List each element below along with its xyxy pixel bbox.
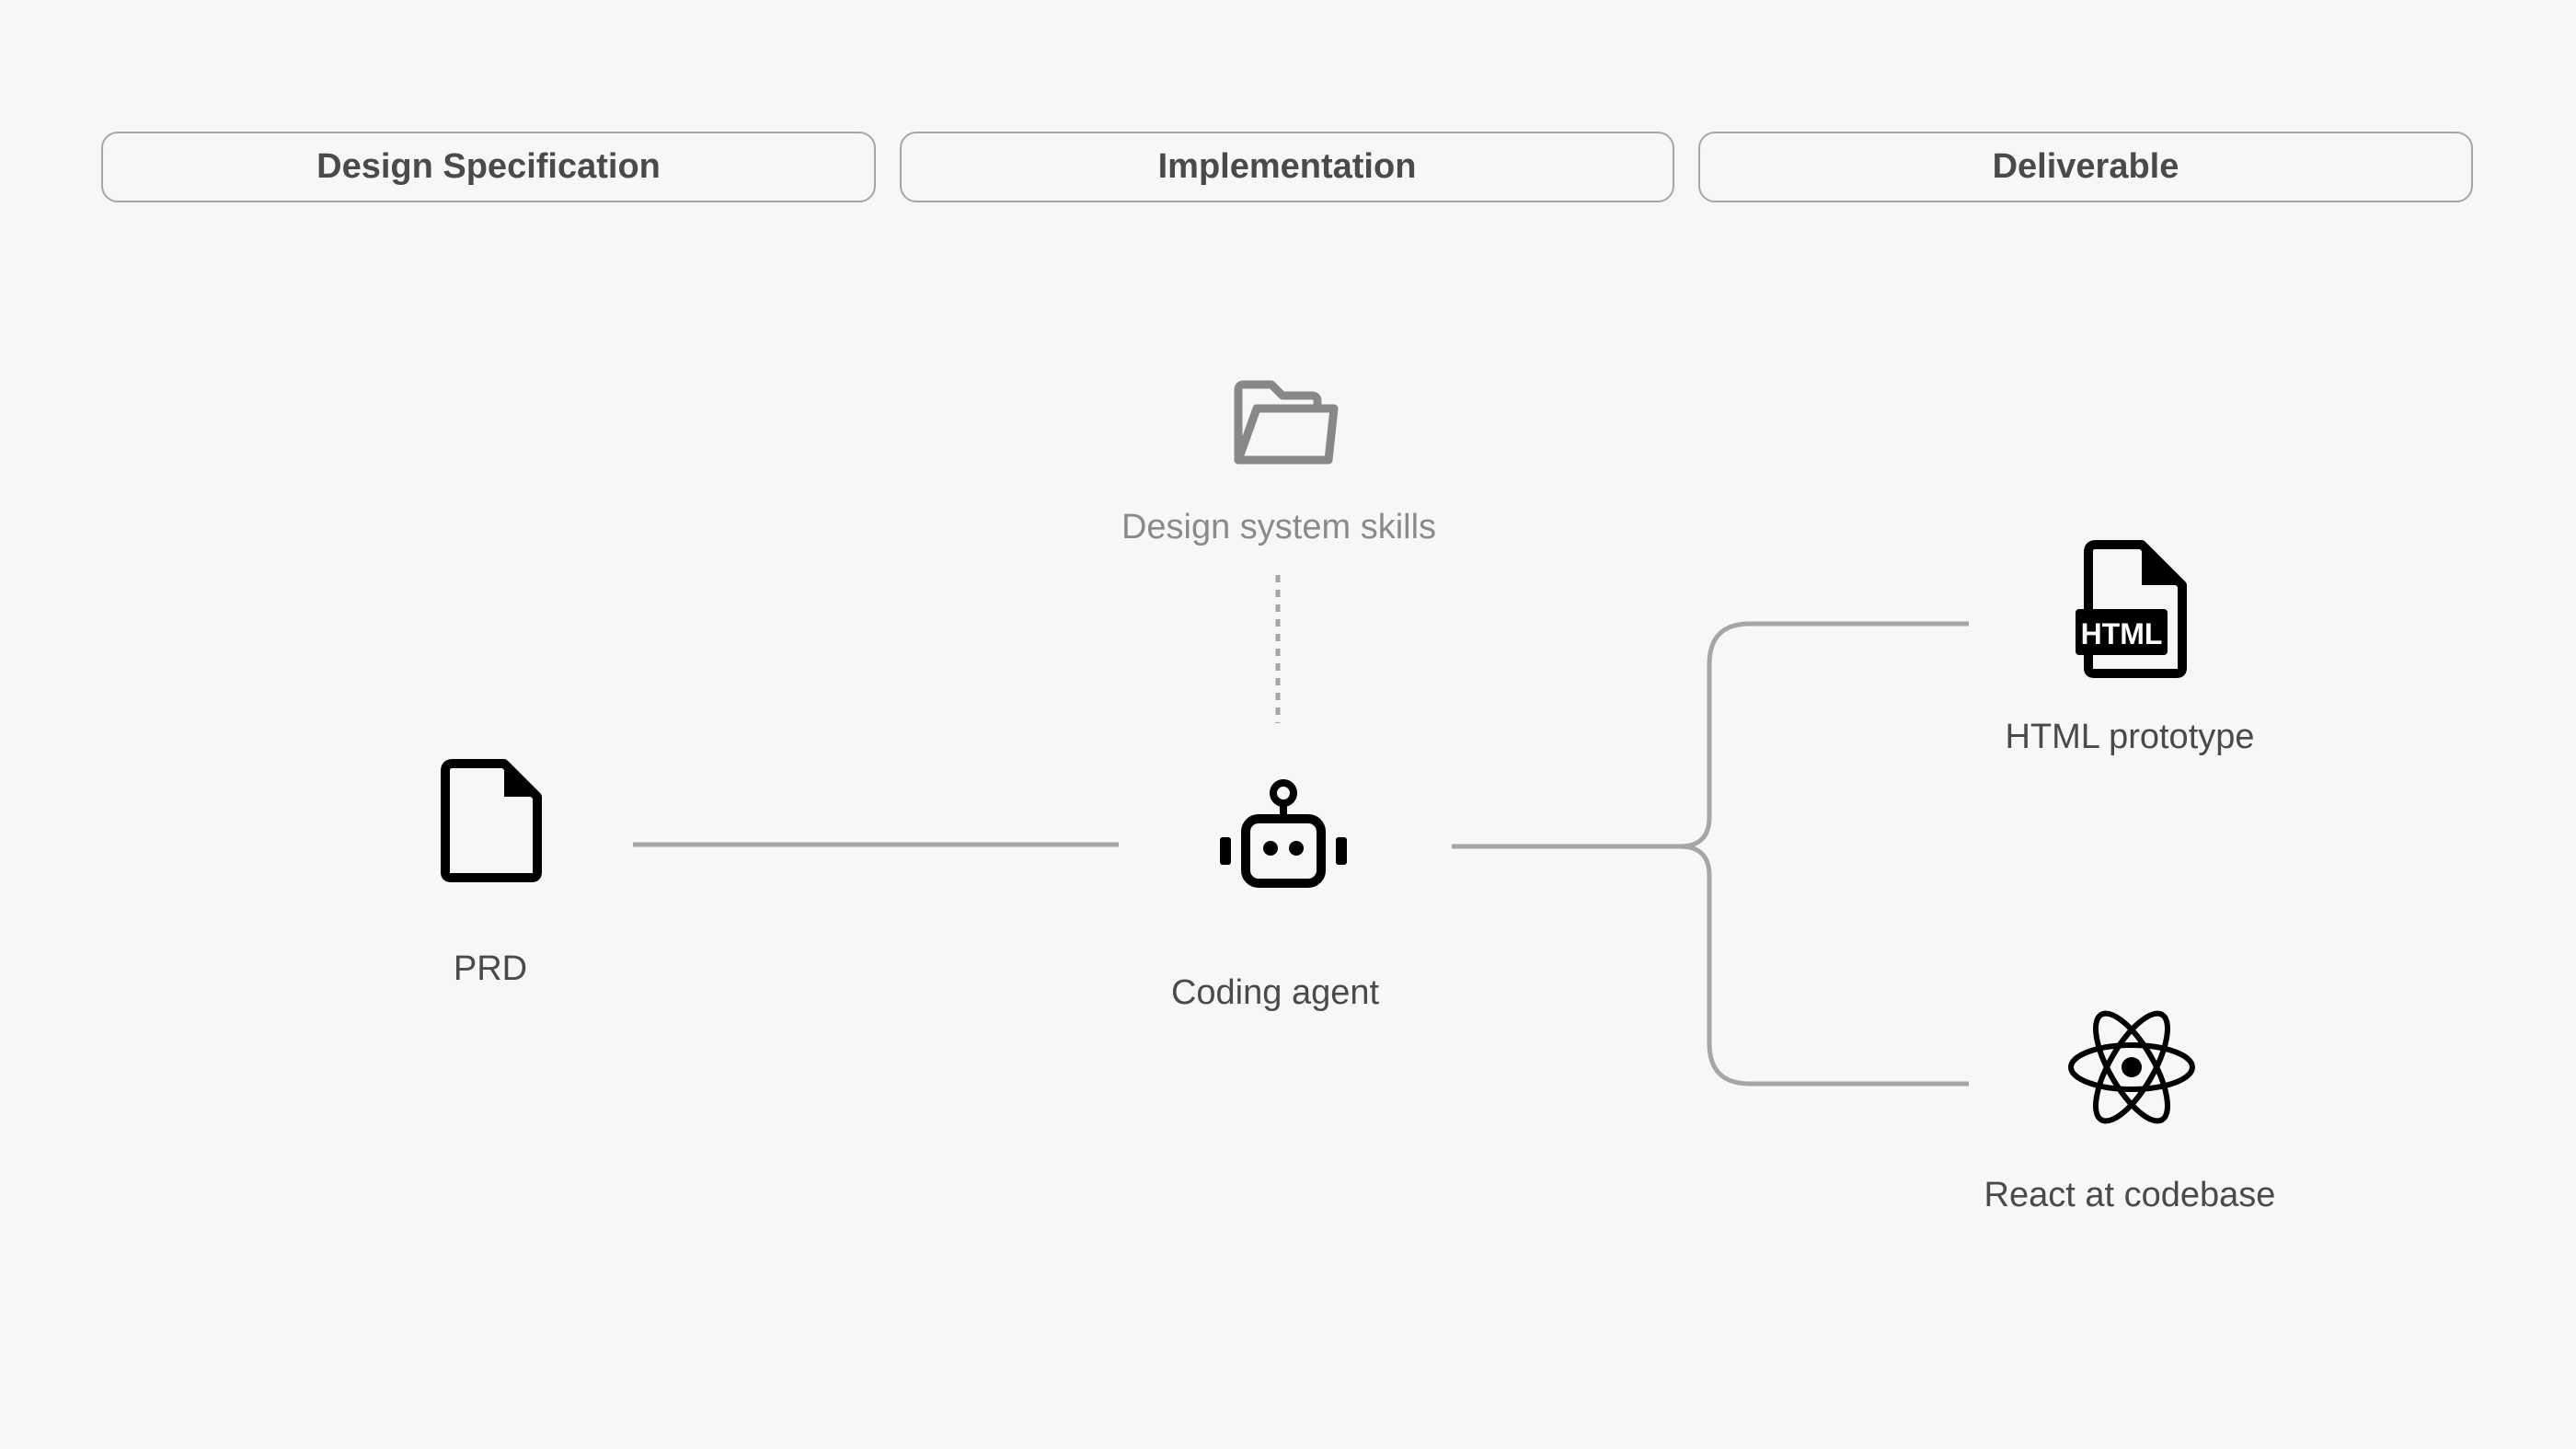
connector-agent-branch [1452, 621, 1969, 1087]
stage-header-design-specification: Design Specification [101, 132, 876, 202]
design-system-skills-label: Design system skills [1121, 508, 1437, 546]
react-codebase-label: React at codebase [1984, 1176, 2276, 1214]
folder-open-icon [1234, 380, 1339, 465]
prd-label: PRD [453, 949, 528, 988]
stage-header-deliverable: Deliverable [1698, 132, 2473, 202]
document-icon [441, 759, 542, 882]
html-file-icon: HTML [2076, 540, 2187, 678]
coding-agent-label: Coding agent [1170, 973, 1380, 1012]
robot-icon [1220, 779, 1347, 888]
html-prototype-label: HTML prototype [2005, 718, 2255, 756]
react-atom-icon [2068, 1010, 2195, 1124]
stage-header-label: Implementation [1157, 147, 1417, 186]
html-badge-text: HTML [2081, 617, 2163, 650]
stage-header-label: Deliverable [1992, 147, 2179, 186]
stage-header-implementation: Implementation [900, 132, 1674, 202]
stage-header-label: Design Specification [316, 147, 661, 186]
